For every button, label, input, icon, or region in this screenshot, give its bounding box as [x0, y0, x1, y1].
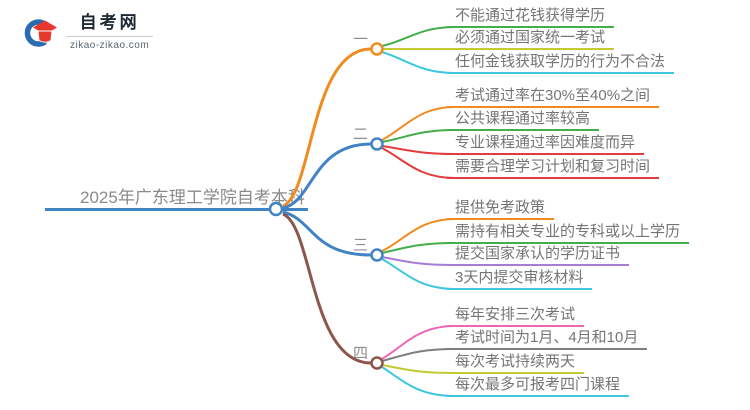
branch-label-4[interactable]: 四 — [352, 345, 368, 362]
branch-node-circle-2[interactable] — [370, 137, 384, 151]
item-line — [381, 106, 456, 141]
item-line — [381, 364, 456, 374]
branch-item[interactable]: 考试时间为1月、4月和10月 — [447, 328, 648, 350]
branch-item[interactable]: 提供免考政策 — [447, 198, 555, 220]
branch-label-1[interactable]: 一 — [352, 31, 368, 48]
branch-node-circle-1[interactable] — [370, 42, 384, 56]
item-line — [381, 51, 456, 74]
item-line — [381, 147, 456, 179]
branch-node-circle-4[interactable] — [370, 356, 384, 370]
branch-node-circle-3[interactable] — [370, 248, 384, 262]
item-line — [381, 366, 456, 397]
branch-item[interactable]: 任何金钱获取学历的行为不合法 — [447, 52, 675, 74]
logo-text: 自考网 zikao-zikao.com — [66, 12, 154, 51]
branch-item[interactable]: 每次考试持续两天 — [447, 352, 585, 374]
branch-item[interactable]: 必须通过国家统一考试 — [447, 28, 615, 50]
item-line — [381, 348, 456, 362]
branch-item[interactable]: 公共课程通过率较高 — [447, 109, 600, 131]
branch-item[interactable]: 每次最多可报考四门课程 — [447, 375, 630, 397]
item-line — [381, 129, 456, 143]
branch-item[interactable]: 专业课程通过率因难度而异 — [447, 133, 645, 155]
item-line — [381, 325, 456, 360]
item-line — [381, 145, 456, 155]
branch-item[interactable]: 3天内提交审核材料 — [447, 268, 593, 290]
logo-graduation-cap-icon — [24, 19, 57, 47]
site-url: zikao-zikao.com — [66, 36, 154, 51]
branch-item[interactable]: 需持有相关专业的专科或以上学历 — [447, 222, 690, 244]
branch-item[interactable]: 不能通过花钱获得学历 — [447, 6, 615, 28]
branch-label-3[interactable]: 三 — [352, 237, 368, 254]
branch-item[interactable]: 每年安排三次考试 — [447, 305, 585, 327]
site-logo[interactable]: 自考网 zikao-zikao.com — [24, 12, 154, 51]
branch-item[interactable]: 需要合理学习计划和复习时间 — [447, 157, 660, 179]
item-line — [381, 26, 456, 47]
branch-item[interactable]: 考试通过率在30%至40%之间 — [447, 86, 660, 108]
root-topic[interactable]: 2025年广东理工学院自考本科 — [45, 188, 308, 211]
item-line — [381, 218, 456, 252]
item-line — [381, 258, 456, 290]
branch-item[interactable]: 提交国家承认的学历证书 — [447, 244, 630, 266]
item-line — [381, 256, 456, 266]
branch-label-2[interactable]: 二 — [352, 126, 368, 143]
item-line — [381, 242, 456, 254]
site-name: 自考网 — [79, 13, 140, 32]
